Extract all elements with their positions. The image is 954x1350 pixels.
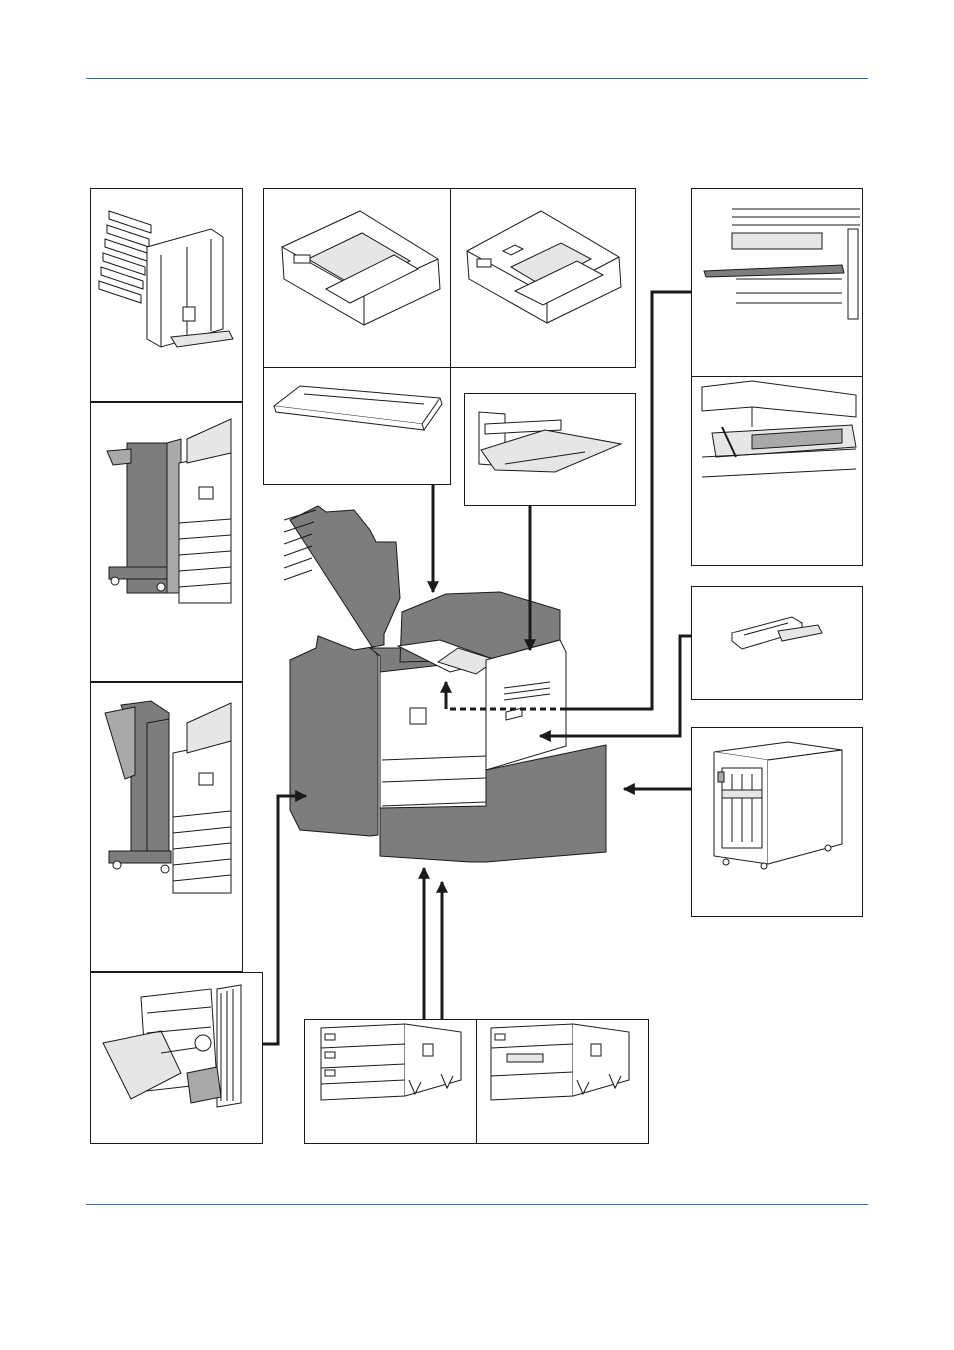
main-unit-illustration <box>283 505 607 863</box>
fax-kit-upper-illustration <box>703 208 860 320</box>
paper-feeder-b-illustration <box>490 1023 630 1101</box>
paper-feeder-a-panel <box>304 1019 477 1144</box>
footer-rule <box>86 1204 868 1205</box>
fax-kit-lower-illustration <box>701 380 857 478</box>
paper-feeder-a-illustration <box>320 1023 462 1101</box>
side-deck-illustration <box>713 741 843 870</box>
key-counter-illustration <box>730 616 823 650</box>
multipurpose-tray-panel <box>464 393 636 506</box>
finisher-large-illustration <box>104 700 232 894</box>
finisher-panel <box>90 402 243 682</box>
finisher-large-panel <box>90 682 243 972</box>
mailbox-panel <box>90 188 243 402</box>
fax-kit-upper-panel <box>691 188 863 378</box>
document-processor-b-panel <box>450 188 636 368</box>
document-processor-a-illustration <box>281 210 441 326</box>
connector-arrows <box>263 290 691 1046</box>
platen-cover-illustration <box>272 385 443 431</box>
multipurpose-tray-illustration <box>478 411 623 473</box>
document-processor-b-illustration <box>466 210 622 324</box>
finisher-illustration <box>106 418 232 604</box>
punch-unit-panel <box>90 972 263 1144</box>
paper-feeder-b-panel <box>476 1019 649 1144</box>
header-rule <box>86 78 868 79</box>
side-deck-panel <box>691 727 863 917</box>
punch-unit-illustration <box>102 984 242 1108</box>
fax-kit-lower-panel <box>691 376 863 566</box>
document-processor-a-panel <box>263 188 451 368</box>
platen-cover-panel <box>263 367 451 485</box>
mailbox-illustration <box>98 210 234 348</box>
key-counter-panel <box>691 586 863 700</box>
